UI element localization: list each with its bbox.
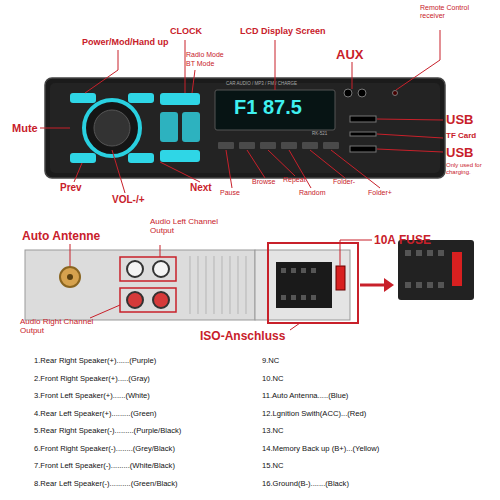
callout-label: Only used for charging. (446, 162, 500, 175)
pin-assignment: 5.Rear Right Speaker(-).........(Purple/… (34, 427, 264, 435)
callout-label: Audio Right Channel Output (20, 318, 100, 336)
callout-label: LCD Display Screen (240, 27, 350, 37)
leader-lines (40, 30, 443, 193)
rca-jack-red (153, 292, 169, 308)
antenna-socket-pin (67, 274, 73, 280)
pointer-arrow (360, 284, 384, 287)
panel-ribs (190, 256, 246, 314)
volume-knob (84, 100, 140, 156)
small-button (281, 142, 297, 149)
pin-assignment: 2.Front Right Speaker(+).....(Gray) (34, 375, 264, 383)
iso-pins (281, 268, 316, 300)
button-light (70, 93, 96, 103)
volume-knob-inner (94, 110, 130, 146)
callout-label: Pause (220, 189, 260, 197)
callout-label: VOL-/+ (112, 194, 162, 205)
pin-assignment: 1.Rear Right Speaker(+)......(Purple) (34, 357, 264, 365)
callout-label: Mute (12, 122, 52, 134)
leader-line (70, 244, 71, 268)
callout-label: Auto Antenne (22, 230, 122, 243)
leader-line (290, 323, 300, 330)
usb-port (350, 116, 376, 122)
radio-face (50, 83, 440, 173)
tf-slot (350, 132, 376, 136)
lcd-screen (215, 90, 335, 130)
iso-highlight (268, 243, 358, 323)
small-button (302, 142, 318, 149)
callout-label: 10A FUSE (374, 234, 454, 247)
callout-label: Radio Mode (186, 51, 246, 59)
antenna-socket (60, 267, 80, 287)
callout-label: Audio Left Channel Output (150, 218, 235, 236)
rca-outline (120, 288, 176, 312)
callout-label: Repeat (283, 176, 323, 184)
pin-assignment: 3.Front Left Speaker(+)......(White) (34, 392, 264, 400)
callout-label: Remote Control receiver (420, 4, 495, 19)
rca-jack-red (127, 292, 143, 308)
button-light (160, 93, 200, 105)
rear-panel (255, 250, 350, 320)
rca-outline (120, 257, 176, 281)
callout-label: BT Mode (186, 60, 246, 68)
callout-label: AUX (336, 48, 376, 62)
pointer-arrow-head (384, 278, 394, 292)
leader-line (340, 240, 372, 266)
pin-assignment: 7.Front Left Speaker(-).........(White/B… (34, 462, 264, 470)
callout-label: Prev (60, 182, 100, 193)
pin-assignment: 10.NC (262, 375, 492, 383)
pin-assignment: 14.Memory Back up (B+)...(Yellow) (262, 445, 492, 453)
usb-port (350, 146, 376, 152)
callout-label: USB (446, 146, 496, 160)
button-light (160, 112, 178, 142)
callout-label: Random (299, 189, 339, 197)
small-button (260, 142, 276, 149)
aux-jack (344, 89, 352, 97)
plug-fuse (452, 252, 462, 286)
callout-label: Folder- (333, 178, 373, 186)
display-readout: F1 87.5 (234, 96, 334, 118)
pin-assignment: 11.Auto Antenna.....(Blue) (262, 392, 492, 400)
pin-assignment: 13.NC (262, 427, 492, 435)
iso-plug (398, 240, 474, 300)
pin-assignment: 4.Rear Left Speaker(+).........(Green) (34, 410, 264, 418)
leader-line (90, 305, 120, 318)
small-button (218, 142, 234, 149)
button-light (182, 112, 200, 142)
rca-jack-white (127, 261, 143, 277)
callout-label: RK-521 (312, 132, 342, 137)
pin-assignment: 15.NC (262, 462, 492, 470)
pin-assignment: 6.Front Right Speaker(-)........(Grey/Bl… (34, 445, 264, 453)
pin-assignment: 12.Lgnition Swith(ACC)...(Red) (262, 410, 492, 418)
callout-label: Folder+ (368, 189, 408, 197)
rear-panel (25, 250, 255, 320)
callout-label: ISO-Anschluss (200, 330, 310, 343)
small-button (323, 142, 339, 149)
callout-label: CLOCK (170, 27, 220, 37)
button-light (160, 150, 200, 162)
leader-line (160, 245, 161, 257)
aux-jack (358, 89, 366, 97)
ir-receiver (393, 91, 398, 96)
button-light (128, 93, 154, 103)
callout-label: CAR AUDIO / MP3 / FM / CHARGE (226, 82, 336, 87)
pin-assignment: 8.Rear Left Speaker(-)..........(Green/B… (34, 480, 264, 488)
radio-body (45, 78, 445, 178)
callout-label: Power/Mod/Hand up (82, 38, 172, 48)
fuse (336, 266, 345, 290)
iso-connector (276, 262, 332, 308)
pin-assignment: 9.NC (262, 357, 492, 365)
small-button (239, 142, 255, 149)
iso-plug-pins (405, 250, 444, 288)
callout-label: TF Card (446, 132, 500, 141)
rca-jack-white (153, 261, 169, 277)
callout-label: USB (446, 113, 496, 127)
pin-assignment: 16.Ground(B-).......(Black) (262, 480, 492, 488)
button-light (128, 153, 154, 163)
button-light (70, 153, 96, 163)
